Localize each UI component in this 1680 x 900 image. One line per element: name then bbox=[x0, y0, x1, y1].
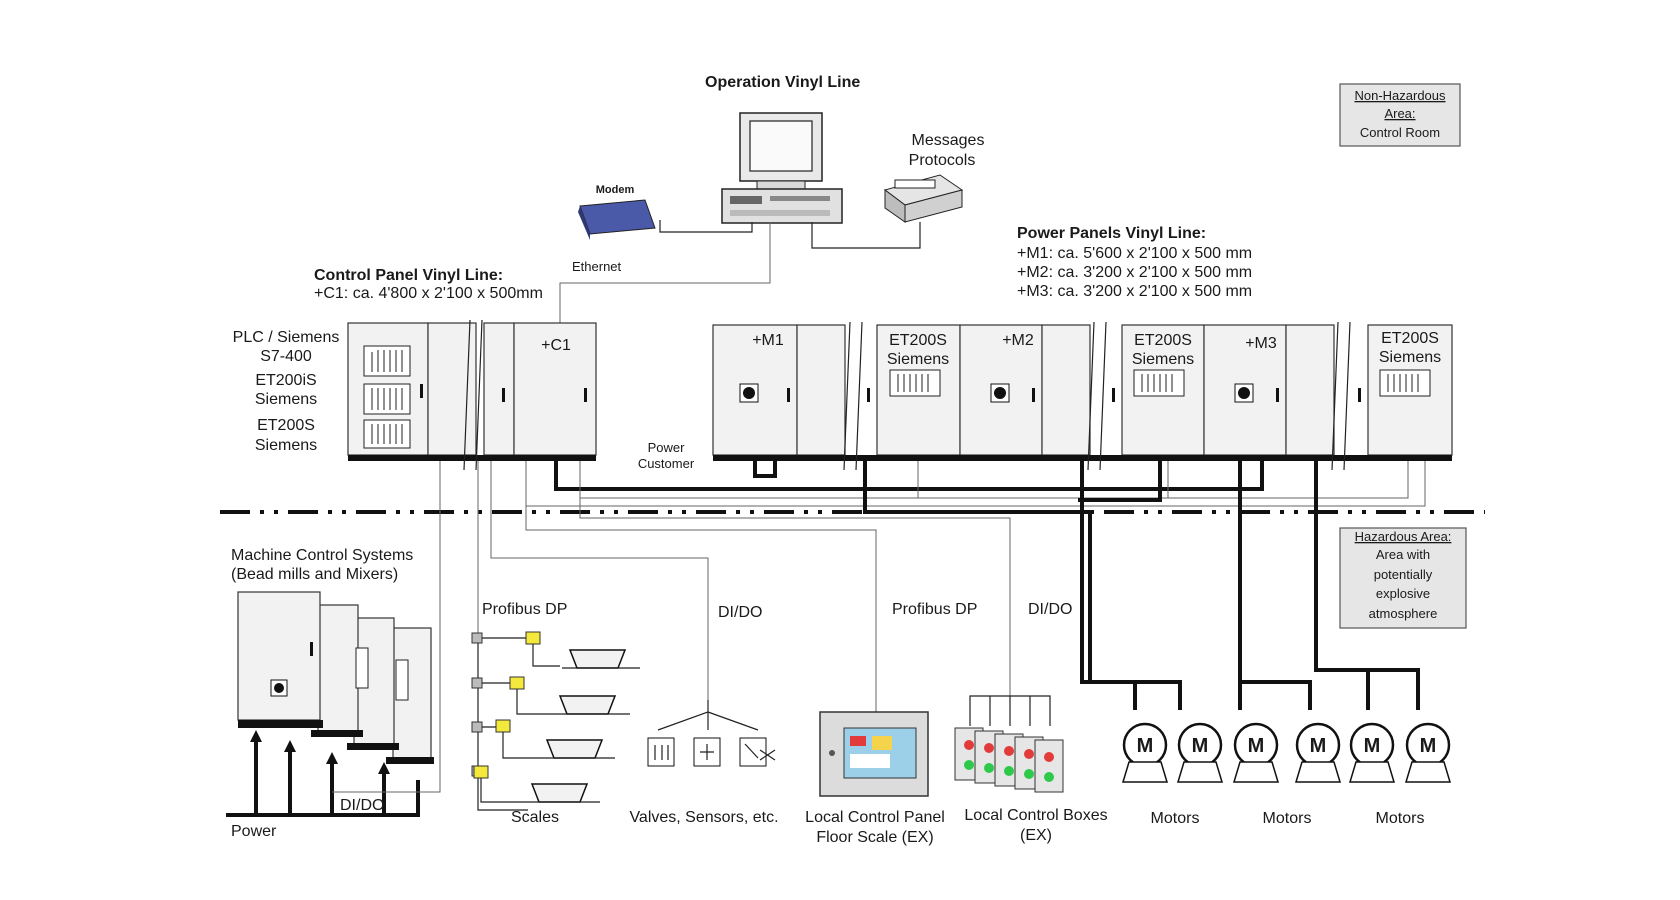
m3-tag: +M3 bbox=[1245, 335, 1277, 352]
plc-label-1: PLC / Siemens bbox=[233, 329, 340, 346]
motor: M bbox=[1232, 722, 1280, 783]
non-hazardous-line1: Non-Hazardous bbox=[1354, 88, 1446, 103]
motor-letter: M bbox=[1192, 735, 1209, 757]
diagram-title: Operation Vinyl Line bbox=[705, 74, 860, 91]
non-hazardous-area-box: Non-Hazardous Area: Control Room bbox=[1339, 83, 1461, 147]
motor-letter: M bbox=[1248, 735, 1265, 757]
printer-label-messages: Messages bbox=[912, 132, 985, 149]
et200s-m1-label-1: ET200S bbox=[889, 332, 947, 349]
local-control-panel bbox=[819, 711, 929, 797]
motor: M bbox=[1294, 722, 1342, 783]
lcb-label-1: Local Control Boxes bbox=[964, 807, 1107, 824]
motor-letter: M bbox=[1364, 735, 1381, 757]
lcp-label-1: Local Control Panel bbox=[805, 809, 945, 826]
m1-tag: +M1 bbox=[752, 332, 784, 349]
et200s-m2-label-1: ET200S bbox=[1134, 332, 1192, 349]
motor: M bbox=[1404, 722, 1452, 783]
et200is-label-2: Siemens bbox=[255, 391, 317, 408]
et200s-label-1: ET200S bbox=[257, 417, 315, 434]
et200is-label-1: ET200iS bbox=[255, 372, 316, 389]
motor: M bbox=[1121, 722, 1169, 783]
valves-label: Valves, Sensors, etc. bbox=[629, 809, 778, 826]
di-do-right-label: DI/DO bbox=[1028, 601, 1072, 618]
hazardous-line2: potentially bbox=[1374, 567, 1433, 582]
scales-label: Scales bbox=[511, 809, 559, 826]
motor-letter: M bbox=[1420, 735, 1437, 757]
hazardous-line1: Area with bbox=[1376, 547, 1430, 562]
power-panels-heading: Power Panels Vinyl Line: bbox=[1017, 225, 1206, 242]
hazardous-area-box: Hazardous Area: Area with potentially ex… bbox=[1339, 527, 1467, 629]
motors-group: M M M M M M bbox=[1121, 722, 1452, 783]
control-panel-dims: +C1: ca. 4'800 x 2'100 x 500mm bbox=[314, 285, 543, 302]
et200s-label-2: Siemens bbox=[255, 437, 317, 454]
c1-tag: +C1 bbox=[541, 337, 571, 354]
m2-dims: +M2: ca. 3'200 x 2'100 x 500 mm bbox=[1017, 264, 1252, 281]
profibus-left-label: Profibus DP bbox=[482, 601, 567, 618]
lcb-label-2: (EX) bbox=[1020, 827, 1052, 844]
control-panel-heading: Control Panel Vinyl Line: bbox=[314, 267, 503, 284]
motor: M bbox=[1348, 722, 1396, 783]
di-do-left-label: DI/DO bbox=[718, 604, 762, 621]
profibus-right-label: Profibus DP bbox=[892, 601, 977, 618]
control-panel-c1: +C1 bbox=[347, 319, 597, 471]
non-hazardous-line2: Area: bbox=[1384, 106, 1415, 121]
di-do-bottom-label: DI/DO bbox=[340, 797, 384, 814]
modem: Modem bbox=[578, 184, 656, 240]
local-control-boxes bbox=[954, 695, 1064, 793]
motors-label-2: Motors bbox=[1263, 810, 1312, 827]
motor-letter: M bbox=[1310, 735, 1327, 757]
et200s-m2-label-2: Siemens bbox=[1132, 351, 1194, 368]
printer: Messages Protocols bbox=[883, 132, 985, 223]
ethernet-label: Ethernet bbox=[572, 259, 622, 274]
m1-dims: +M1: ca. 5'600 x 2'100 x 500 mm bbox=[1017, 245, 1252, 262]
power-customer-label-2: Customer bbox=[638, 456, 695, 471]
lcp-label-2: Floor Scale (EX) bbox=[816, 829, 933, 846]
valves-sensors-group bbox=[647, 700, 776, 767]
hazardous-line4: atmosphere bbox=[1369, 606, 1438, 621]
motors-label-3: Motors bbox=[1376, 810, 1425, 827]
machine-label-2: (Bead mills and Mixers) bbox=[231, 566, 398, 583]
power-customer-label-1: Power bbox=[648, 440, 686, 455]
non-hazardous-line3: Control Room bbox=[1360, 125, 1440, 140]
et200s-m3-label-1: ET200S bbox=[1381, 330, 1439, 347]
machine-cabinets bbox=[237, 591, 434, 764]
power-label: Power bbox=[231, 823, 277, 840]
plc-label-2: S7-400 bbox=[260, 348, 312, 365]
operator-workstation bbox=[721, 112, 843, 224]
motor-letter: M bbox=[1137, 735, 1154, 757]
modem-label: Modem bbox=[596, 184, 635, 196]
printer-label-protocols: Protocols bbox=[909, 152, 976, 169]
et200s-m1-label-2: Siemens bbox=[887, 351, 949, 368]
m3-dims: +M3: ca. 3'200 x 2'100 x 500 mm bbox=[1017, 283, 1252, 300]
hazardous-line3: explosive bbox=[1376, 586, 1430, 601]
power-panels-row: +M1 +M2 +M3 ET200S Siemens ET200S Siemen… bbox=[712, 321, 1453, 471]
motor: M bbox=[1176, 722, 1224, 783]
hazardous-title: Hazardous Area: bbox=[1355, 529, 1452, 544]
scales-group bbox=[471, 631, 640, 811]
motors-label-1: Motors bbox=[1151, 810, 1200, 827]
machine-label-1: Machine Control Systems bbox=[231, 547, 413, 564]
m2-tag: +M2 bbox=[1002, 332, 1034, 349]
et200s-m3-label-2: Siemens bbox=[1379, 349, 1441, 366]
